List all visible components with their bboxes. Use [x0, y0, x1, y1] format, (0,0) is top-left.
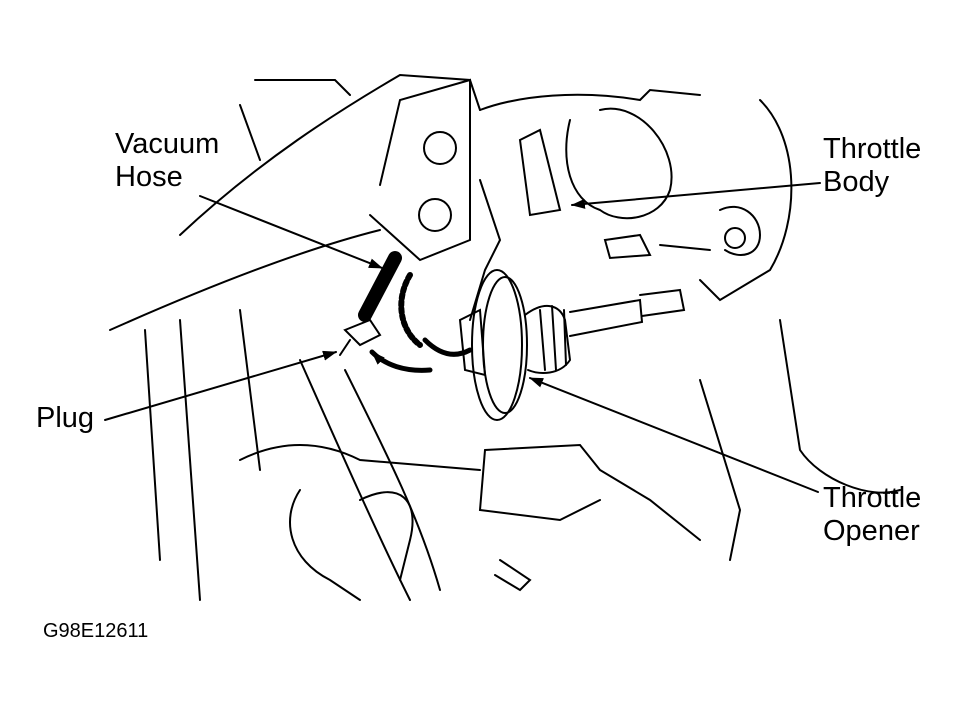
figure-code: G98E12611 — [43, 620, 149, 642]
throttle-body-label: Throttle Body — [823, 133, 921, 199]
throttle-opener-label: Throttle Opener — [823, 482, 921, 548]
label-line: Body — [823, 166, 890, 198]
throttle-opener-drawing — [422, 269, 686, 421]
background-structure — [109, 73, 901, 601]
plug-drawing — [339, 318, 382, 356]
throttle-opener-leader — [529, 377, 819, 493]
label-line: Throttle — [823, 133, 922, 165]
plug-leader — [104, 350, 337, 421]
plug-label: Plug — [36, 402, 95, 434]
label-line: Throttle — [823, 482, 922, 514]
vacuum-hose-label: Vacuum Hose — [115, 128, 219, 194]
removal-arrow-icon — [369, 349, 433, 373]
vacuum-hose-leader — [199, 195, 383, 269]
hose-coil — [398, 272, 423, 348]
throttle-body-leader — [571, 182, 821, 209]
label-line: Hose — [115, 161, 183, 193]
label-line: Vacuum — [115, 128, 220, 160]
vacuum-hose-drawing — [358, 251, 402, 322]
label-line: Opener — [823, 515, 920, 547]
